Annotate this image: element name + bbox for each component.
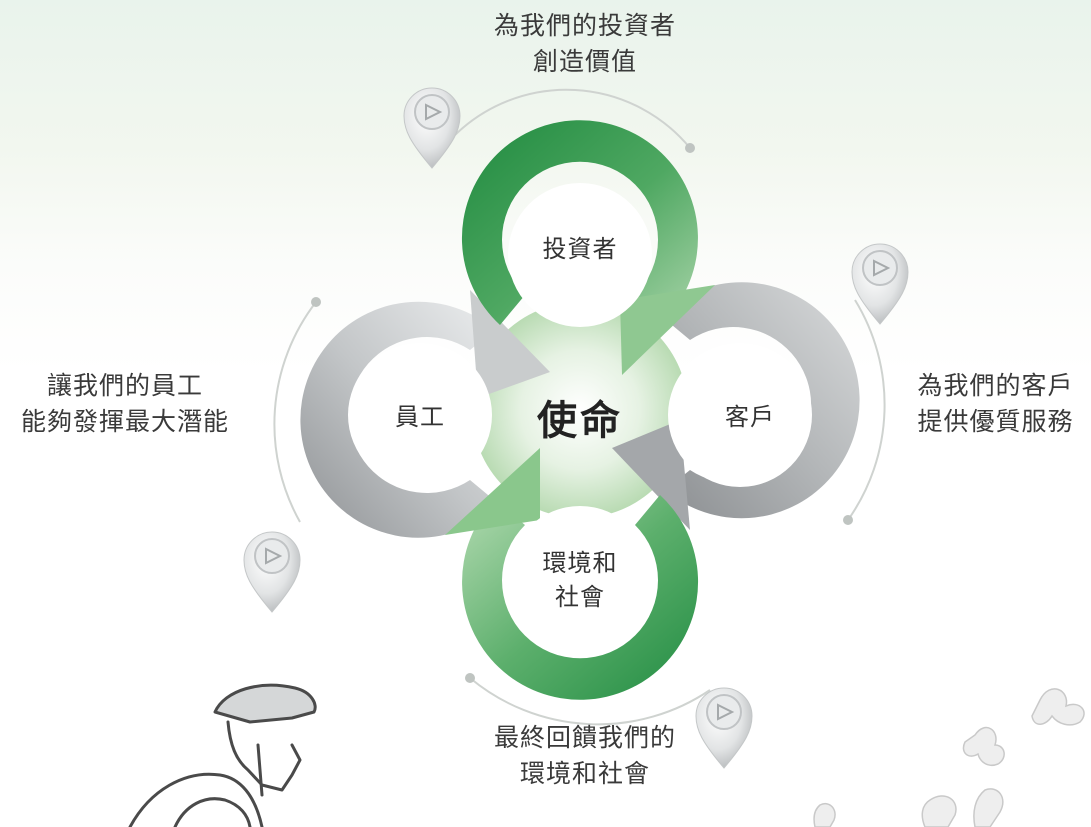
ring-label-environment-line-2: 社會 [555, 583, 605, 611]
orbit-lines [273, 88, 886, 726]
outer-label-left-line-2: 能夠發揮最大潛能 [20, 407, 229, 436]
location-pin-icon [403, 87, 461, 169]
outer-label-top: 為我們的投資者 創造價值 [475, 8, 695, 80]
orbit-dot-left [311, 297, 321, 307]
orbit-arc-top [454, 88, 691, 149]
outer-label-left: 讓我們的員工 能夠發揮最大潛能 [0, 368, 250, 440]
orbit-dots [311, 143, 853, 683]
outer-label-bottom-line-1: 最終回饋我們的 [493, 723, 676, 752]
cyclist-illustration [128, 683, 317, 827]
ring-top [461, 120, 715, 375]
play-triangle-icon [425, 103, 443, 121]
ring-right [612, 282, 860, 530]
play-triangle-icon [265, 547, 283, 565]
ring-left [300, 290, 550, 538]
orbit-arc-bottom [469, 677, 711, 726]
orbit-dot-bottom [465, 673, 475, 683]
location-pin-icon [243, 531, 301, 613]
arrow-left [470, 290, 550, 398]
orbit-dot-top [685, 143, 695, 153]
center-label-mission: 使命 [537, 398, 623, 444]
outer-label-bottom-line-2: 環境和社會 [519, 759, 650, 788]
outer-label-top-line-1: 為我們的投資者 [493, 11, 676, 40]
orbit-arc-left [273, 301, 317, 523]
ring-label-bottom: 環境和 社會 [520, 546, 640, 614]
ring-label-employees: 員工 [395, 403, 445, 431]
ring-label-environment-line-1: 環境和 [542, 549, 618, 577]
orbit-arc-right [847, 299, 886, 521]
location-pin-icon [851, 243, 909, 325]
outer-label-bottom: 最終回饋我們的 環境和社會 [460, 720, 710, 792]
outer-label-right: 為我們的客戶 提供優質服務 [900, 368, 1091, 440]
arrow-bottom [445, 448, 540, 535]
outer-label-right-line-1: 為我們的客戶 [917, 371, 1074, 400]
outer-label-left-line-1: 讓我們的員工 [46, 371, 203, 400]
ring-label-top: 投資者 [520, 232, 640, 266]
location-pin-icon [695, 687, 753, 769]
play-triangle-icon [873, 259, 891, 277]
outer-label-top-line-2: 創造價值 [532, 47, 637, 76]
orbit-dot-right [843, 515, 853, 525]
outer-label-right-line-2: 提供優質服務 [917, 407, 1074, 436]
ring-label-customers: 客戶 [725, 403, 775, 431]
ring-label-left: 員工 [370, 400, 470, 434]
butterfly-illustration [813, 688, 1085, 827]
play-triangle-icon [717, 703, 735, 721]
ring-bottom [445, 448, 699, 700]
ring-label-investors: 投資者 [542, 235, 618, 263]
arrow-top [620, 285, 715, 375]
arrow-right [612, 420, 690, 530]
ring-label-right: 客戶 [700, 400, 800, 434]
ring-holes [348, 183, 812, 650]
